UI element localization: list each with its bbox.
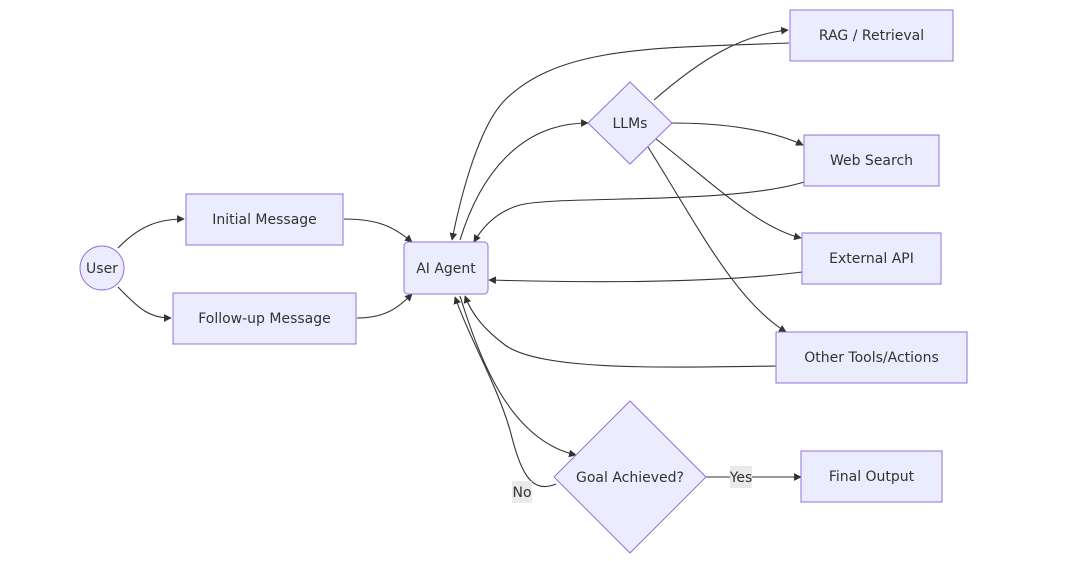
- edge-llms-to-external-api: [654, 137, 802, 241]
- node-web-search: Web Search: [803, 134, 940, 187]
- node-followup-message: Follow-up Message: [172, 292, 357, 345]
- edge-labels: No Yes: [512, 466, 752, 503]
- edge-user-to-followup-message: [117, 286, 172, 322]
- edge-initial-message-to-ai-agent: [343, 218, 413, 243]
- node-initial-message: Initial Message: [185, 193, 344, 246]
- node-rag-label: RAG / Retrieval: [819, 28, 924, 44]
- edge-goal-achieved-to-ai-agent-no: [453, 296, 557, 487]
- node-ai-agent: AI Agent: [403, 241, 489, 295]
- node-external-api: External API: [801, 232, 942, 285]
- node-llms: LLMs: [587, 81, 673, 165]
- node-final-output: Final Output: [800, 450, 943, 503]
- svg-text:No: No: [512, 485, 531, 501]
- node-goal-achieved: Goal Achieved?: [553, 400, 707, 554]
- node-other-tools: Other Tools/Actions: [775, 331, 968, 384]
- edge-web-search-to-ai-agent: [473, 181, 805, 243]
- edge-other-tools-to-ai-agent: [463, 295, 777, 368]
- edge-user-to-initial-message: [117, 215, 185, 249]
- node-final-output-label: Final Output: [829, 469, 915, 485]
- edge-llms-to-other-tools: [647, 146, 787, 333]
- node-web-search-label: Web Search: [830, 153, 913, 169]
- node-rag: RAG / Retrieval: [789, 9, 954, 62]
- node-external-api-label: External API: [829, 251, 914, 267]
- node-other-tools-label: Other Tools/Actions: [804, 350, 939, 366]
- edge-llms-to-rag: [653, 26, 789, 101]
- node-followup-message-label: Follow-up Message: [198, 311, 331, 327]
- nodes: User Initial Message Follow-up Message A…: [79, 9, 968, 554]
- edges: [117, 26, 805, 487]
- node-ai-agent-label: AI Agent: [416, 261, 476, 277]
- edge-rag-to-ai-agent: [449, 42, 790, 241]
- edge-ai-agent-to-llms: [459, 119, 589, 241]
- svg-text:Yes: Yes: [729, 470, 753, 486]
- node-user-label: User: [86, 261, 118, 277]
- edge-ai-agent-to-goal-achieved: [459, 295, 577, 458]
- node-goal-achieved-label: Goal Achieved?: [576, 470, 684, 486]
- edge-label-yes: Yes: [729, 466, 753, 488]
- node-llms-label: LLMs: [613, 116, 648, 132]
- edge-followup-message-to-ai-agent: [356, 293, 413, 319]
- edge-external-api-to-ai-agent: [488, 271, 803, 285]
- node-initial-message-label: Initial Message: [212, 212, 317, 228]
- node-user: User: [79, 245, 125, 291]
- edge-llms-to-web-search: [671, 122, 804, 146]
- edge-label-no: No: [512, 481, 532, 503]
